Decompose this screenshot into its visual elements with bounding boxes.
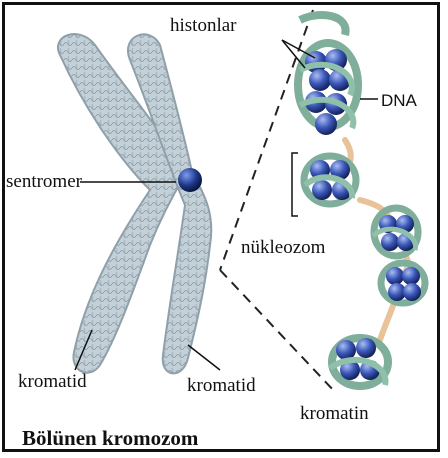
label-chromatin: kromatin: [300, 404, 369, 423]
label-chromatid-right: kromatid: [187, 376, 256, 395]
centromere-bead: [178, 168, 202, 192]
nucleosome-5: [330, 338, 388, 386]
nucleosome-3: [373, 208, 418, 256]
label-nucleosome: nükleozom: [241, 238, 325, 257]
label-histones: histonlar: [170, 16, 237, 35]
diagram-title: Bölünen kromozom: [22, 428, 198, 449]
zoom-line-bottom: [220, 270, 335, 392]
label-chromatid-left: kromatid: [18, 372, 87, 391]
label-dna: DNA: [381, 92, 417, 109]
label-centromere: sentromer: [6, 172, 82, 191]
nucleosome-4: [381, 263, 425, 303]
nucleosome-1: [298, 15, 358, 135]
nucleosome-2: [304, 156, 356, 204]
